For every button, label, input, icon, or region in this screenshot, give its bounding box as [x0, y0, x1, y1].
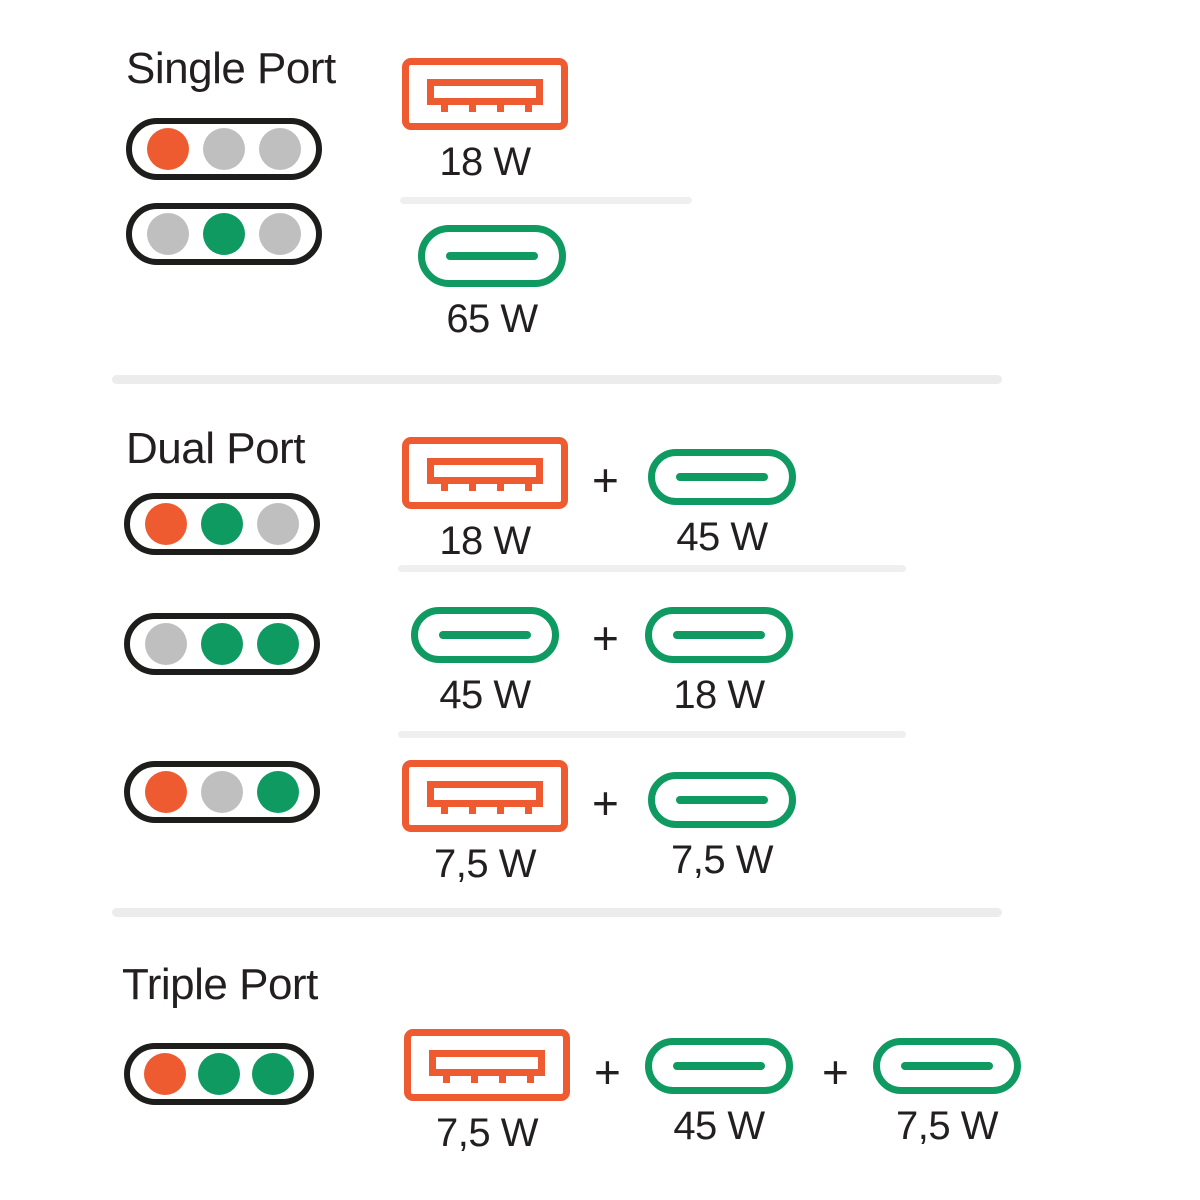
- usb-a-pin: [469, 105, 476, 112]
- usb-a-icon: [404, 1029, 570, 1101]
- port-group-triple-port-3: 7,5 W: [873, 1038, 1021, 1149]
- usb-a-pin: [497, 807, 504, 814]
- port-group-dual-row-3-port-1: 7,5 W: [402, 760, 568, 887]
- usb-c-icon: [873, 1038, 1021, 1094]
- led-indicator-grey: [145, 623, 187, 665]
- row-divider: [400, 197, 692, 204]
- plus-icon: +: [592, 612, 619, 664]
- led-indicator-orange: [145, 771, 187, 813]
- led-indicator-orange: [147, 128, 189, 170]
- led-indicator-grey: [201, 771, 243, 813]
- usb-a-inner-slot: [427, 781, 543, 807]
- usb-c-icon: [645, 607, 793, 663]
- port-group-dual-row-2-port-2: 18 W: [645, 607, 793, 718]
- usb-a-icon: [402, 760, 568, 832]
- led-indicator-grey: [259, 213, 301, 255]
- led-pill-triple-row-1: [124, 1043, 314, 1105]
- led-pill-dual-row-3: [124, 761, 320, 823]
- usb-a-icon: [402, 58, 568, 130]
- usb-a-pin: [441, 484, 448, 491]
- usb-c-bar: [676, 796, 768, 804]
- port-group-triple-port-1: 7,5 W: [404, 1029, 570, 1156]
- usb-c-icon: [648, 772, 796, 828]
- led-indicator-orange: [144, 1053, 186, 1095]
- usb-a-pin: [469, 807, 476, 814]
- port-power-label: 18 W: [439, 519, 531, 563]
- port-group-dual-row-1-port-2: 45 W: [648, 449, 796, 560]
- section-divider-2: [112, 908, 1002, 917]
- section-title-triple-port: Triple Port: [122, 960, 318, 1009]
- port-group-single-row-2: 65 W: [418, 225, 566, 342]
- usb-a-pin: [497, 105, 504, 112]
- plus-icon: +: [592, 454, 619, 506]
- port-power-label: 7,5 W: [671, 838, 773, 882]
- led-indicator-green: [201, 623, 243, 665]
- usb-c-icon: [411, 607, 559, 663]
- port-power-label: 45 W: [439, 673, 531, 717]
- usb-c-bar: [676, 473, 768, 481]
- port-power-label: 65 W: [446, 297, 538, 341]
- usb-c-icon: [418, 225, 566, 287]
- led-indicator-grey: [257, 503, 299, 545]
- row-divider: [398, 565, 906, 572]
- led-indicator-green: [252, 1053, 294, 1095]
- led-pill-single-row-1: [126, 118, 322, 180]
- port-power-label: 18 W: [439, 140, 531, 184]
- port-power-label: 7,5 W: [896, 1104, 998, 1148]
- led-indicator-grey: [259, 128, 301, 170]
- usb-a-icon: [402, 437, 568, 509]
- port-group-dual-row-3-port-2: 7,5 W: [648, 772, 796, 883]
- usb-a-pin: [443, 1076, 450, 1083]
- led-indicator-green: [203, 213, 245, 255]
- port-group-single-row-1: 18 W: [402, 58, 568, 185]
- section-title-dual-port: Dual Port: [126, 424, 305, 473]
- led-indicator-green: [257, 771, 299, 813]
- row-divider: [398, 731, 906, 738]
- usb-a-inner-slot: [427, 79, 543, 105]
- usb-c-icon: [645, 1038, 793, 1094]
- usb-a-pin: [469, 484, 476, 491]
- port-power-label: 7,5 W: [434, 842, 536, 886]
- plus-icon: +: [594, 1046, 621, 1098]
- usb-c-bar: [901, 1062, 993, 1070]
- plus-icon: +: [822, 1046, 849, 1098]
- usb-c-bar: [446, 252, 538, 260]
- plus-icon: +: [592, 777, 619, 829]
- usb-a-pin: [525, 484, 532, 491]
- usb-a-pin: [499, 1076, 506, 1083]
- port-power-label: 7,5 W: [436, 1111, 538, 1155]
- usb-c-icon: [648, 449, 796, 505]
- usb-a-pin: [441, 105, 448, 112]
- section-divider-1: [112, 375, 1002, 384]
- led-indicator-green: [198, 1053, 240, 1095]
- usb-a-pin: [441, 807, 448, 814]
- led-indicator-green: [201, 503, 243, 545]
- port-power-label: 45 W: [676, 515, 768, 559]
- port-group-triple-port-2: 45 W: [645, 1038, 793, 1149]
- usb-a-pin: [525, 105, 532, 112]
- port-group-dual-row-1-port-1: 18 W: [402, 437, 568, 564]
- usb-c-bar: [439, 631, 531, 639]
- usb-a-pin: [471, 1076, 478, 1083]
- usb-a-pin: [497, 484, 504, 491]
- usb-c-bar: [673, 631, 765, 639]
- led-indicator-green: [257, 623, 299, 665]
- led-indicator-grey: [203, 128, 245, 170]
- led-pill-dual-row-2: [124, 613, 320, 675]
- led-indicator-orange: [145, 503, 187, 545]
- port-group-dual-row-2-port-1: 45 W: [411, 607, 559, 718]
- led-pill-single-row-2: [126, 203, 322, 265]
- usb-a-pin: [527, 1076, 534, 1083]
- port-power-label: 18 W: [673, 673, 765, 717]
- usb-a-inner-slot: [429, 1050, 545, 1076]
- port-power-label: 45 W: [673, 1104, 765, 1148]
- section-title-single-port: Single Port: [126, 44, 336, 93]
- led-indicator-grey: [147, 213, 189, 255]
- led-pill-dual-row-1: [124, 493, 320, 555]
- usb-a-inner-slot: [427, 458, 543, 484]
- usb-a-pin: [525, 807, 532, 814]
- usb-c-bar: [673, 1062, 765, 1070]
